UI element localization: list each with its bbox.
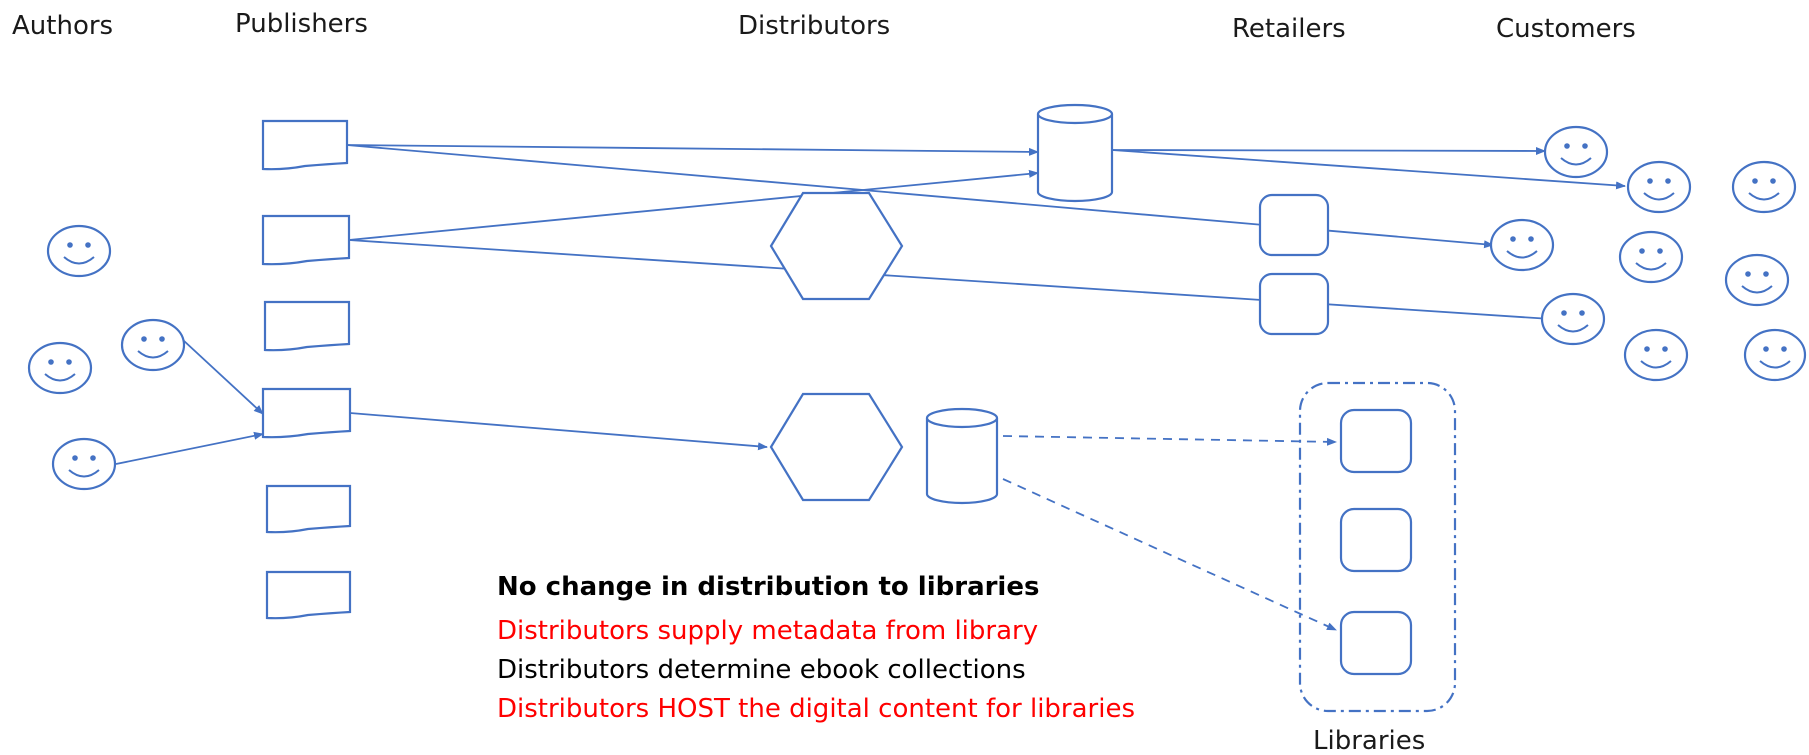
library-rounded-square-icon [1339, 408, 1413, 474]
authors-group [27, 224, 186, 491]
publishers-group [261, 119, 352, 620]
retailer-rounded-square-icon [1258, 193, 1330, 257]
libraries-group: Libraries [1298, 381, 1457, 755]
arrow-store-to-customer-b [1111, 149, 1626, 190]
dashed-arrow-to-library-a [1002, 435, 1337, 446]
library-rounded-square-icon [1339, 507, 1413, 573]
libraries-container [1298, 381, 1457, 713]
header-authors: Authors [12, 11, 113, 41]
retailers-group [1258, 193, 1330, 336]
customer-face-icon [1731, 160, 1797, 214]
libraries-label: Libraries [1313, 726, 1425, 755]
customer-face-icon [1626, 160, 1692, 214]
distributor-hexagon-icon [769, 392, 904, 502]
header-retailers: Retailers [1232, 14, 1346, 44]
arrow-publisher2-to-customer [348, 239, 1552, 323]
customers-group [1489, 125, 1807, 382]
arrow-store-to-customer-a [1111, 146, 1546, 155]
publisher-document-icon [263, 300, 351, 352]
note-line: Distributors supply metadata from librar… [497, 616, 1038, 646]
customer-face-icon [1489, 218, 1555, 272]
author-face-icon [51, 437, 117, 491]
customer-face-icon [1724, 253, 1790, 307]
header-publishers: Publishers [235, 9, 368, 39]
customer-face-icon [1623, 328, 1689, 382]
customer-face-icon [1543, 125, 1609, 179]
library-rounded-square-icon [1339, 610, 1413, 676]
library-store-database-icon [925, 407, 999, 505]
publisher-document-icon [265, 570, 352, 620]
distributors-group [769, 103, 1114, 505]
author-face-icon [120, 318, 186, 372]
arrow-publisher2-to-distributor-store [348, 169, 1039, 241]
distributor-hexagon-icon [769, 191, 904, 301]
publisher-document-icon [261, 387, 352, 439]
note-line: Distributors HOST the digital content fo… [497, 694, 1135, 724]
customer-face-icon [1618, 230, 1684, 284]
publisher-document-icon [265, 484, 352, 534]
note-line: Distributors determine ebook collections [497, 655, 1026, 685]
dashed-arrow-to-library-b [1002, 478, 1337, 631]
customer-face-icon [1540, 292, 1606, 346]
distributor-database-icon [1036, 103, 1114, 203]
arrow-publisher-to-distributor [349, 412, 768, 451]
arrow-author-to-publisher-b [115, 431, 264, 465]
arrow-publisher1-to-distributor-store [346, 144, 1039, 156]
header-customers: Customers [1496, 14, 1636, 44]
author-face-icon [46, 224, 112, 278]
arrow-author-to-publisher-a [182, 339, 264, 415]
publisher-document-icon [261, 214, 351, 266]
customer-face-icon [1743, 328, 1807, 382]
author-face-icon [27, 341, 93, 395]
publisher-document-icon [261, 119, 349, 171]
retailer-rounded-square-icon [1258, 272, 1330, 336]
connectors [115, 144, 1626, 631]
note-line: No change in distribution to libraries [497, 572, 1039, 602]
header-distributors: Distributors [738, 11, 890, 41]
notes-block: No change in distribution to libraries D… [497, 572, 1135, 724]
